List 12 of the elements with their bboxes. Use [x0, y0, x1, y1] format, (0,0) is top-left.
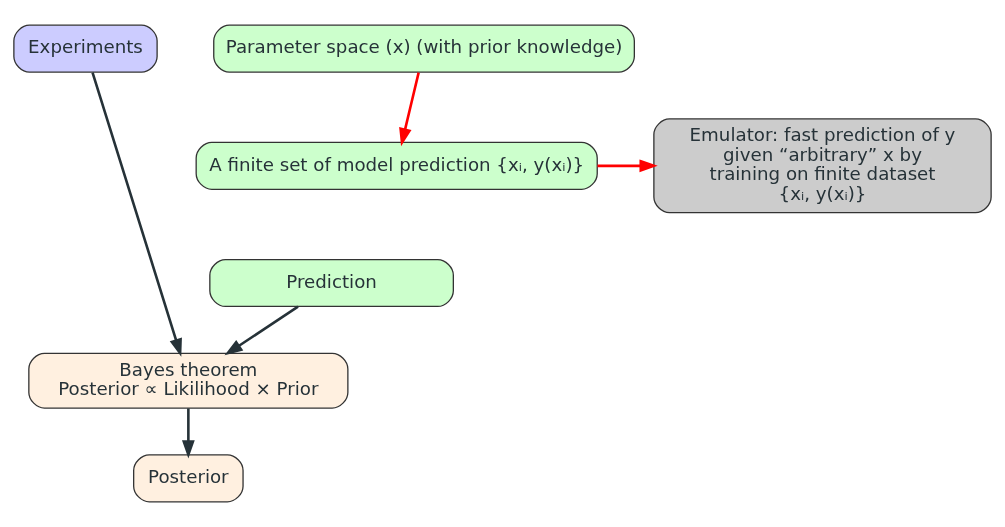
node-box: Posterior — [133, 454, 244, 503]
node-box: Parameter space (x) (with prior knowledge) — [213, 24, 635, 73]
node-box: Experiments — [13, 24, 158, 73]
arrow — [597, 159, 658, 173]
node-box: Prediction — [209, 258, 454, 308]
arrow — [224, 305, 299, 356]
arrow — [181, 408, 195, 459]
node-box: A finite set of model prediction {xᵢ, y(xᵢ)} — [195, 141, 598, 190]
node-box: Bayes theorem Posterior ∝ Likilihood × Prior — [28, 352, 349, 409]
arrow — [91, 72, 182, 357]
arrow — [399, 72, 420, 147]
node-box: Emulator: fast prediction of y given “arbitrary” x by training on finite dataset {xᵢ, y(xᵢ)} — [653, 118, 992, 214]
